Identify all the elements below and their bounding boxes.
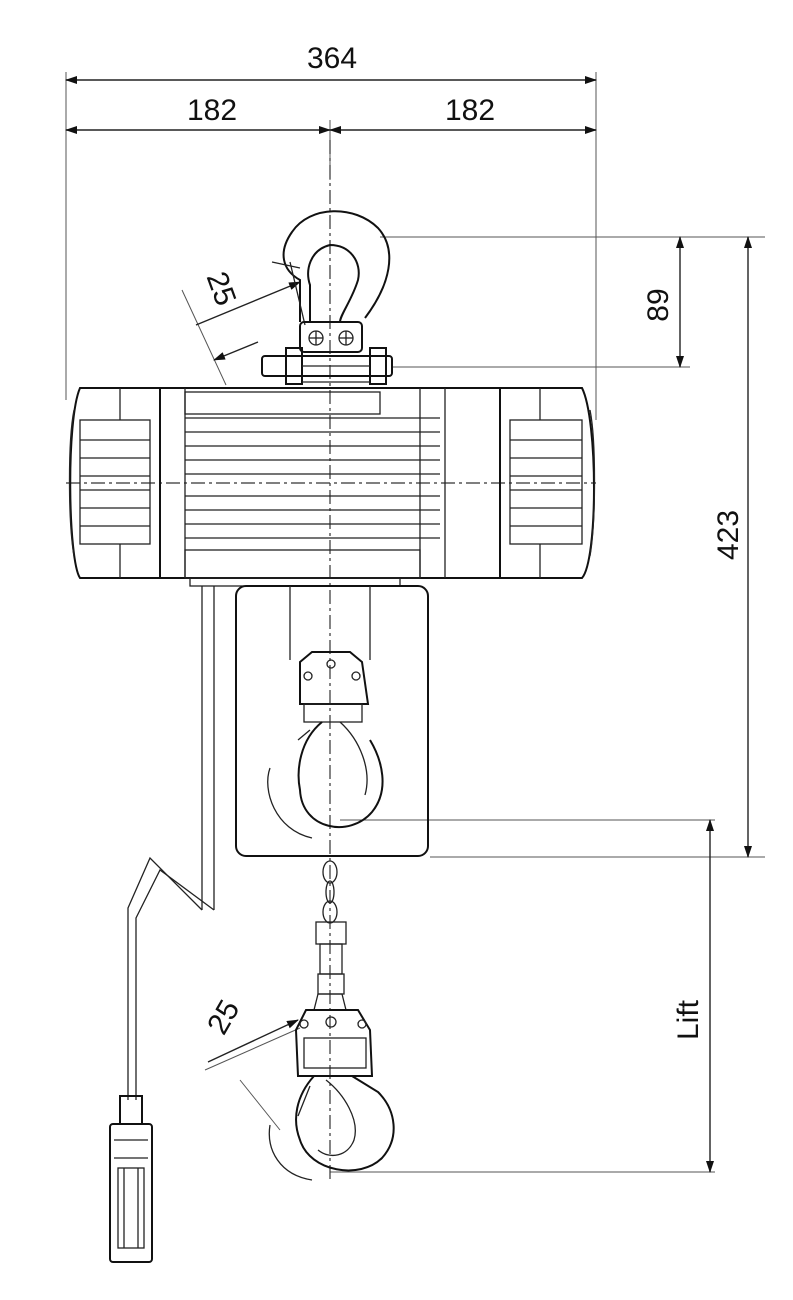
overall-width-label: 364 <box>307 42 357 75</box>
dimension-top-hook: 89 <box>642 236 684 368</box>
bottom-hook <box>268 1009 395 1181</box>
half-width-left-label: 182 <box>187 94 237 127</box>
dimension-hook-throat-bottom: 25 <box>201 995 301 1131</box>
extension-lines <box>65 72 765 1173</box>
hook-throat-bottom-label: 25 <box>201 995 246 1040</box>
pendant-cable <box>127 586 215 1100</box>
dimension-half-widths: 182 182 <box>65 94 597 134</box>
load-chain <box>313 860 347 1011</box>
top-hook <box>261 210 393 385</box>
top-hook-height-label: 89 <box>642 288 675 321</box>
half-width-right-label: 182 <box>445 94 495 127</box>
hook-throat-top-label: 25 <box>200 267 242 310</box>
chain-guard-box <box>235 585 429 857</box>
hoist-body <box>68 387 596 587</box>
hook-to-hook-label: 423 <box>712 510 745 560</box>
pendant-control <box>109 1095 153 1263</box>
dimension-lift: Lift <box>672 819 714 1173</box>
dimension-hook-throat-top: 25 <box>181 267 301 386</box>
dimension-overall-width: 364 <box>65 42 597 84</box>
dimension-hook-to-hook: 423 <box>712 236 752 858</box>
lift-label: Lift <box>672 999 705 1040</box>
